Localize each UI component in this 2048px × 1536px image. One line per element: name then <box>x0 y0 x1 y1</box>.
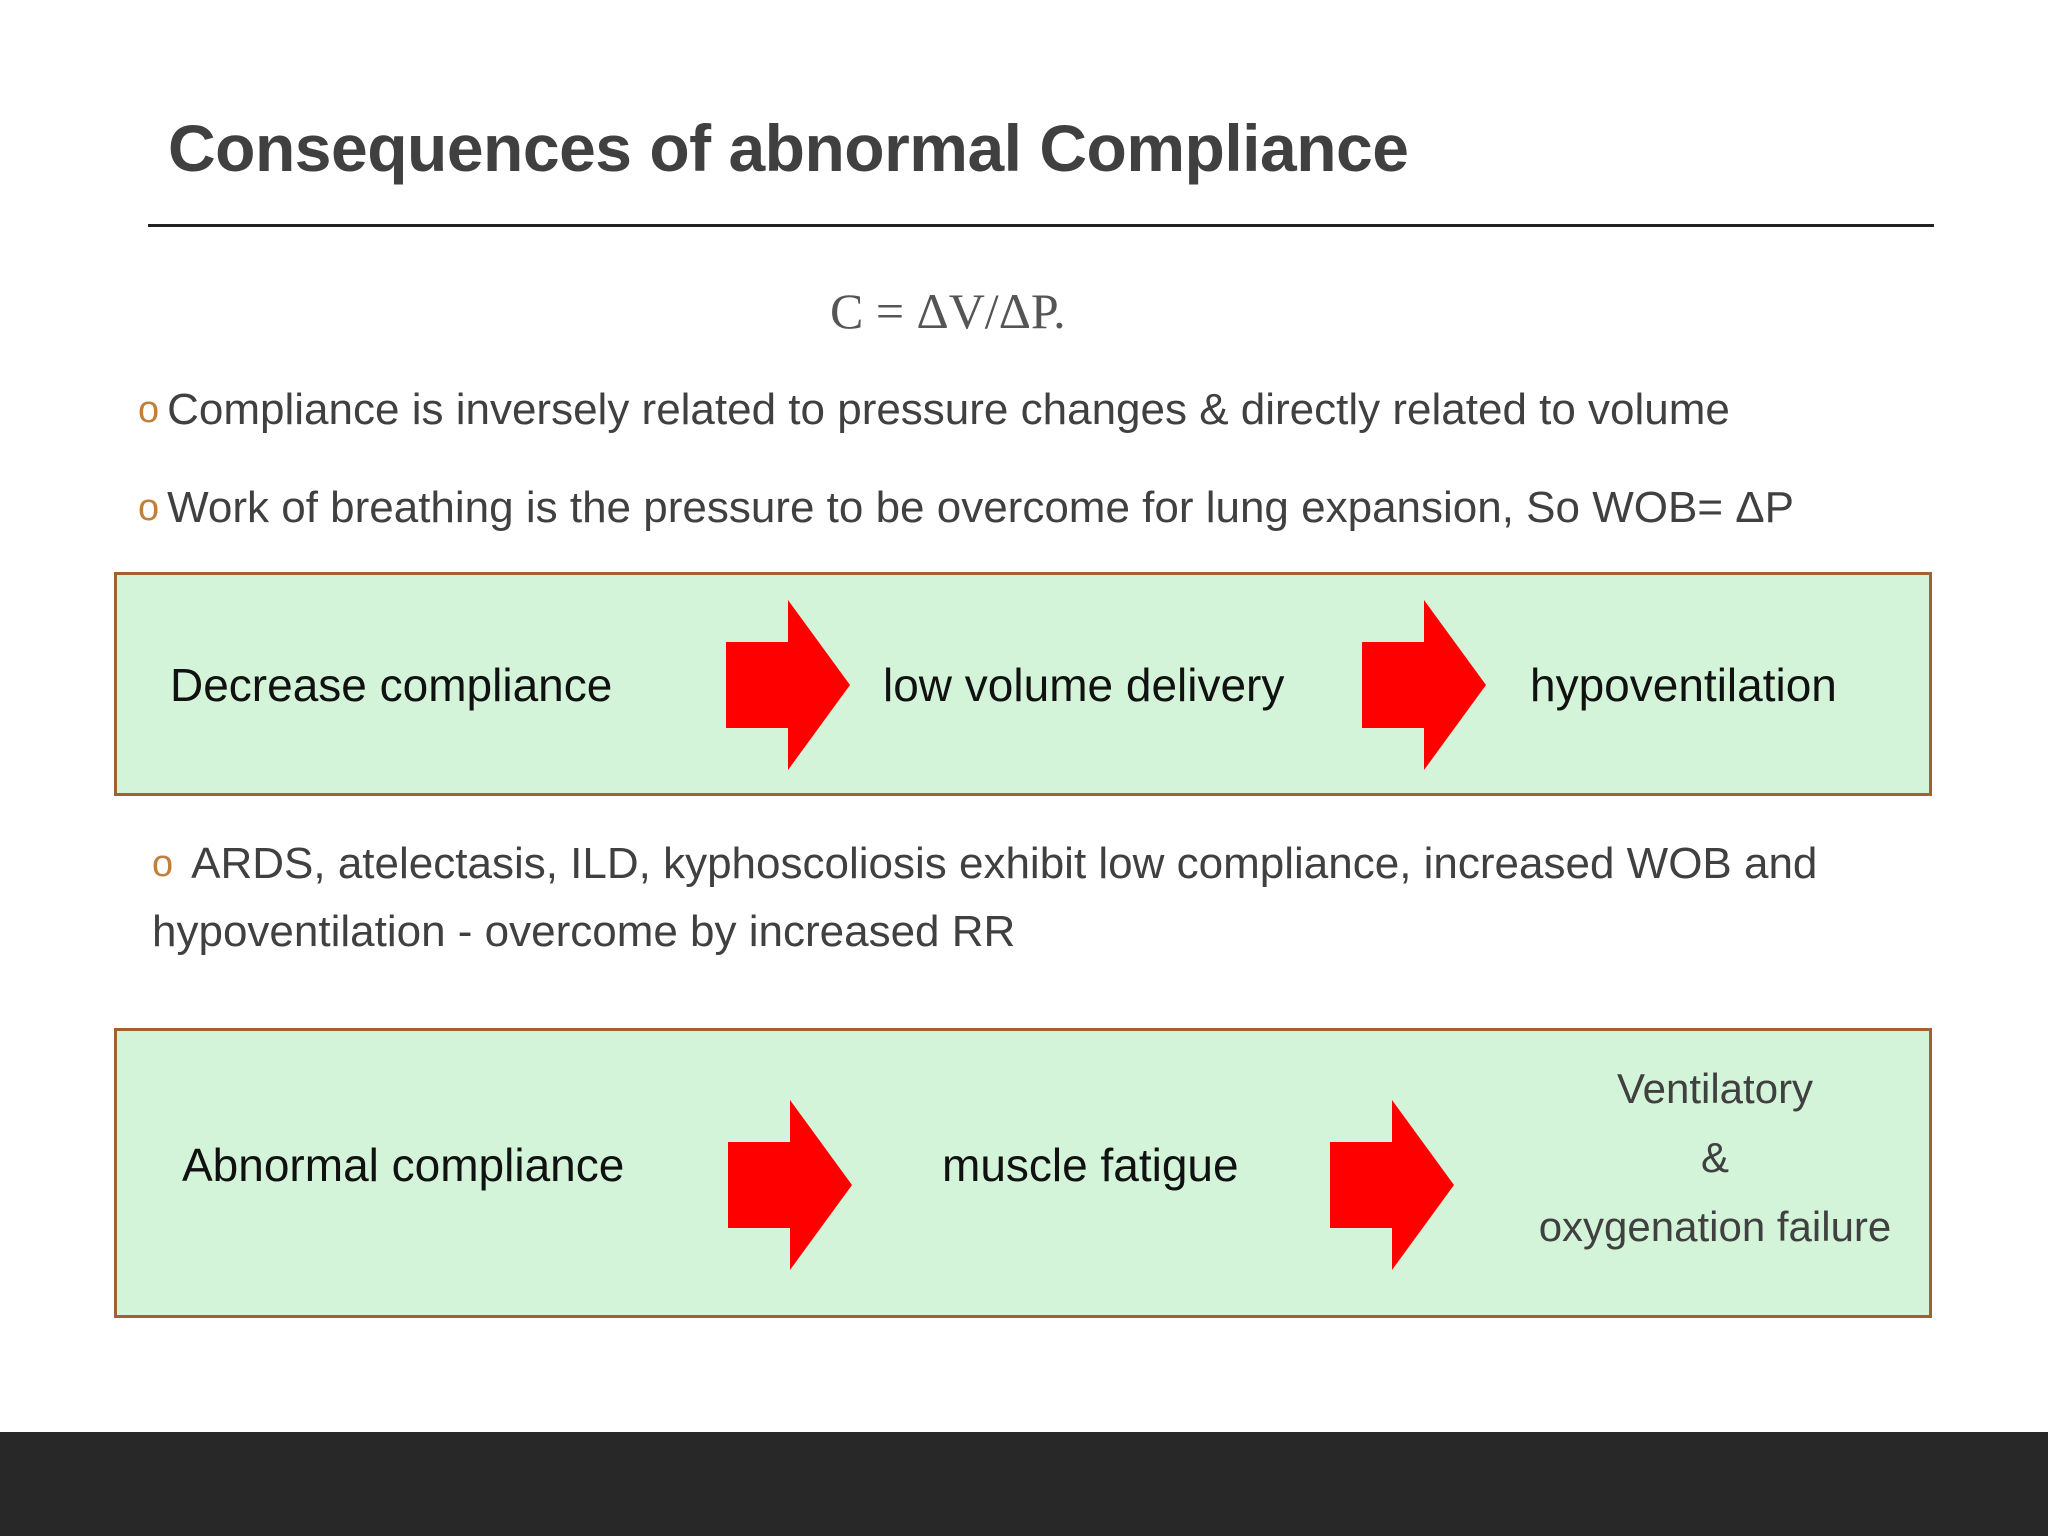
flow-box-decrease-compliance <box>114 572 1932 796</box>
arrow-right-icon <box>1362 600 1486 770</box>
bullet-circle-icon: o <box>138 389 160 431</box>
result-line: Ventilatory <box>1616 1065 1814 1112</box>
bullet-circle-icon: o <box>152 843 174 885</box>
arrow-right-icon <box>728 1100 852 1270</box>
arrow-right-icon <box>726 600 850 770</box>
flow2-step3-text: Ventilatory & oxygenation failure <box>1505 1054 1925 1261</box>
slide-title: Consequences of abnormal Compliance <box>168 111 1409 185</box>
arrow-right-icon <box>1330 1100 1454 1270</box>
bullet-circle-icon: o <box>138 487 160 529</box>
flow1-step3-text: hypoventilation <box>1530 659 1837 711</box>
footer-bar <box>0 1432 2048 1536</box>
bullet-text: Work of breathing is the pressure to be … <box>167 483 1794 532</box>
result-line: & <box>1700 1134 1729 1181</box>
result-line: oxygenation failure <box>1538 1203 1892 1250</box>
flow-box-abnormal-compliance <box>114 1028 1932 1318</box>
flow2-step2-text: muscle fatigue <box>942 1139 1239 1191</box>
compliance-formula: C = ΔV/ΔP. <box>830 283 1066 339</box>
flow1-step1-text: Decrease compliance <box>170 659 613 711</box>
flow1-step2-text: low volume delivery <box>883 659 1285 711</box>
title-divider <box>148 224 1934 227</box>
bullet-text: ARDS, atelectasis, ILD, kyphoscoliosis e… <box>152 839 1818 956</box>
flow2-step1-text: Abnormal compliance <box>182 1139 625 1191</box>
bullet-text: Compliance is inversely related to press… <box>167 385 1730 434</box>
